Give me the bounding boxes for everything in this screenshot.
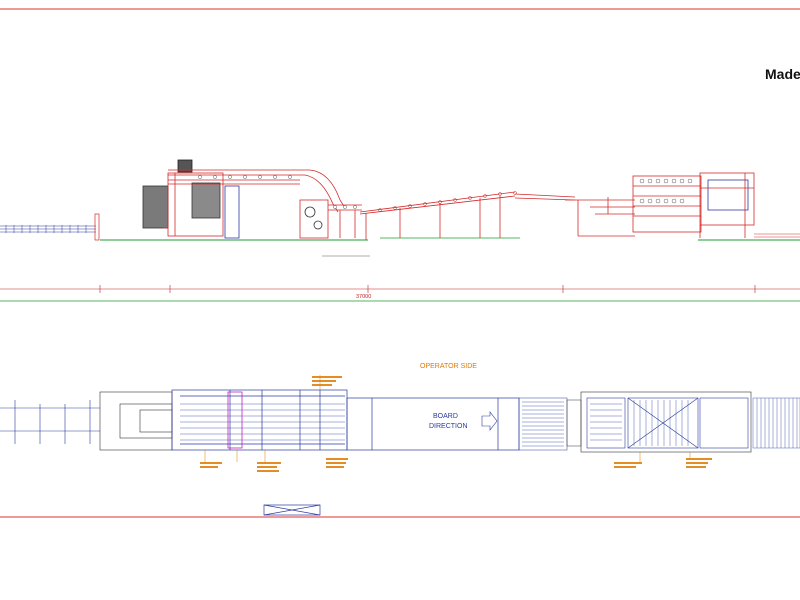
inclined-conveyor [359, 191, 576, 239]
transfer-arm [168, 169, 367, 240]
plan-stacker [580, 391, 752, 453]
plan-magenta-frame [227, 391, 243, 449]
infeed-rollers [5, 225, 87, 233]
plan-view: OPERATOR SIDE [0, 363, 800, 516]
title-made-text: Made [765, 66, 800, 82]
plan-feeder [99, 391, 173, 451]
board-direction-text-1: BOARD [433, 413, 458, 420]
outfeed-conveyor [754, 233, 800, 238]
plan-transfer-rollers [522, 401, 564, 447]
overall-dimension-text: 37000 [356, 294, 371, 300]
plan-stacker-rollers [590, 400, 689, 446]
infeed-conveyor [0, 225, 96, 233]
dimension-chain: 37000 [0, 285, 800, 302]
elevation-view [0, 159, 800, 257]
plan-infeed [0, 400, 100, 444]
reference-box [263, 504, 321, 516]
sheet-frame [0, 8, 800, 518]
feeder-unit [142, 159, 300, 239]
plan-note-blocks [200, 376, 712, 472]
plan-printer-rails [180, 403, 345, 441]
inclined-conveyor-rollers [378, 191, 517, 212]
transfer-arm-rollers [198, 175, 357, 209]
operator-side-label: OPERATOR SIDE [420, 363, 477, 370]
middle-transfer [565, 197, 635, 237]
stacker-rollers [639, 178, 693, 204]
plan-outfeed [752, 397, 800, 449]
plan-printer-section [171, 389, 348, 451]
infeed-end-post [94, 213, 100, 241]
stacker-unit [632, 172, 755, 238]
board-direction-text-2: DIRECTION [429, 423, 468, 430]
board-direction-arrow-icon [481, 411, 498, 431]
